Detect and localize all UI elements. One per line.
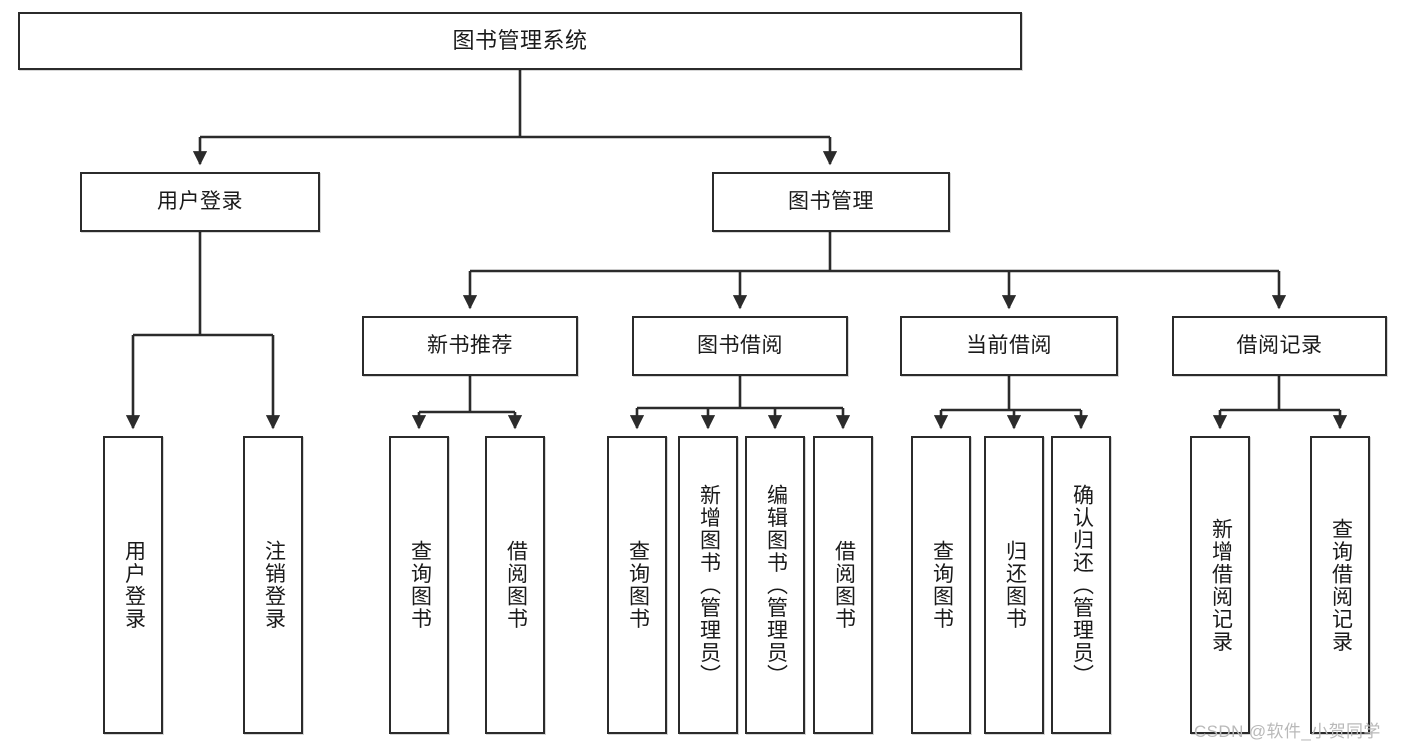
leaf-query-book-borrow-label: 查询图书 [626, 540, 650, 630]
node-new-book-recommend-label: 新书推荐 [427, 333, 513, 357]
node-borrow-record[interactable]: 借阅记录 [1172, 316, 1387, 376]
leaf-user-login[interactable]: 用户登录 [103, 436, 163, 734]
leaf-add-book-admin[interactable]: 新增图书（管理员） [678, 436, 738, 734]
leaf-user-login-label: 用户登录 [122, 540, 146, 630]
leaf-borrow-book-recommend[interactable]: 借阅图书 [485, 436, 545, 734]
leaf-query-book-recommend-label: 查询图书 [408, 540, 432, 630]
node-book-management[interactable]: 图书管理 [712, 172, 950, 232]
node-user-login-label: 用户登录 [157, 189, 243, 213]
leaf-borrow-book-label: 借阅图书 [832, 540, 856, 630]
node-root-label: 图书管理系统 [452, 28, 588, 54]
leaf-query-book-recommend[interactable]: 查询图书 [389, 436, 449, 734]
node-borrow-record-label: 借阅记录 [1236, 333, 1323, 357]
leaf-borrow-book-recommend-label: 借阅图书 [504, 540, 528, 630]
node-book-management-label: 图书管理 [788, 189, 874, 213]
leaf-borrow-book[interactable]: 借阅图书 [813, 436, 873, 734]
watermark-text: CSDN @软件_小贺同学 [1194, 722, 1381, 741]
node-new-book-recommend[interactable]: 新书推荐 [362, 316, 578, 376]
leaf-add-borrow-record-label: 新增借阅记录 [1209, 517, 1233, 653]
leaf-edit-book-admin[interactable]: 编辑图书（管理员） [745, 436, 805, 734]
leaf-edit-book-admin-label: 编辑图书（管理员） [764, 483, 788, 687]
leaf-logout[interactable]: 注销登录 [243, 436, 303, 734]
node-user-login[interactable]: 用户登录 [80, 172, 320, 232]
leaf-query-borrow-record[interactable]: 查询借阅记录 [1310, 436, 1370, 734]
leaf-add-borrow-record[interactable]: 新增借阅记录 [1190, 436, 1250, 734]
node-root[interactable]: 图书管理系统 [18, 12, 1022, 70]
node-book-borrow[interactable]: 图书借阅 [632, 316, 848, 376]
leaf-return-book-label: 归还图书 [1003, 540, 1027, 630]
leaf-return-book[interactable]: 归还图书 [984, 436, 1044, 734]
leaf-logout-label: 注销登录 [262, 540, 286, 630]
leaf-add-book-admin-label: 新增图书（管理员） [697, 483, 721, 687]
leaf-query-book-borrow[interactable]: 查询图书 [607, 436, 667, 734]
leaf-confirm-return-admin-label: 确认归还（管理员） [1070, 483, 1094, 687]
leaf-confirm-return-admin[interactable]: 确认归还（管理员） [1051, 436, 1111, 734]
node-book-borrow-label: 图书借阅 [697, 333, 783, 357]
leaf-query-book-current-label: 查询图书 [930, 540, 954, 630]
leaf-query-book-current[interactable]: 查询图书 [911, 436, 971, 734]
leaf-query-borrow-record-label: 查询借阅记录 [1329, 517, 1353, 653]
node-current-borrow-label: 当前借阅 [966, 333, 1052, 357]
node-current-borrow[interactable]: 当前借阅 [900, 316, 1118, 376]
